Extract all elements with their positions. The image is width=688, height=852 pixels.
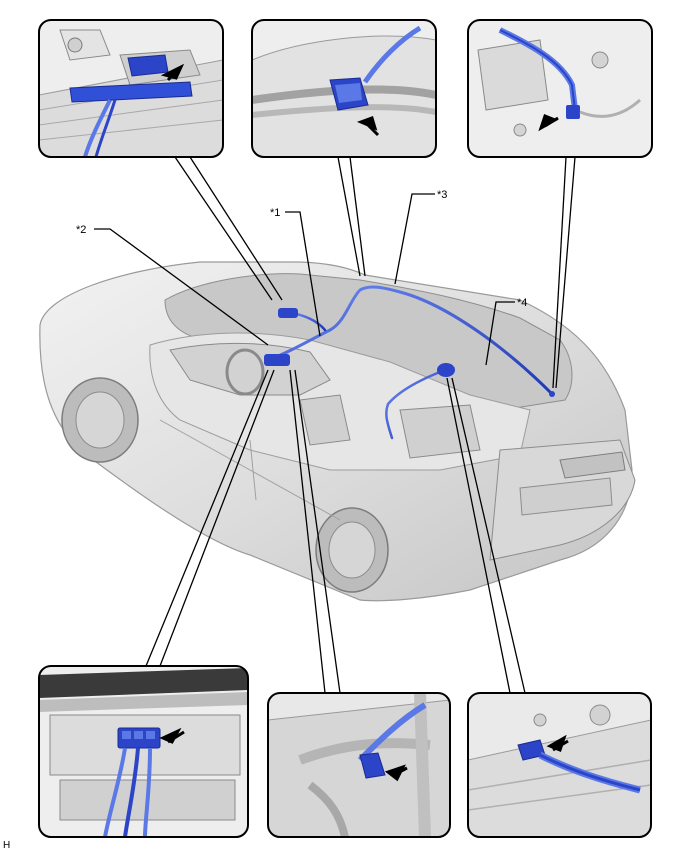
leader-bottom-left-a: [145, 369, 269, 667]
leader-bottom-right-b: [451, 377, 526, 694]
leader-lines: [94, 156, 576, 694]
callout-2-pointer: [94, 228, 269, 346]
callout-1-label: *1: [270, 207, 280, 219]
tail-light: [559, 451, 626, 479]
callout-3-label: *3: [437, 189, 447, 201]
callout-4-pointer: [485, 301, 515, 366]
callout-1-pointer: [285, 211, 321, 337]
arrow-pointer-icon: [384, 764, 408, 782]
arrow-pointer-icon: [546, 734, 569, 752]
license-plate-area: [519, 477, 613, 516]
roof-harness: [266, 285, 552, 394]
harness-components: [264, 308, 555, 397]
dashboard: [169, 342, 331, 396]
rear-floor-harness: [385, 370, 442, 440]
front-seat: [299, 394, 351, 446]
leader-top-right-b: [555, 156, 576, 389]
detail-panel-bottom-right: [467, 692, 652, 838]
detail-panel-bottom-center: [267, 692, 451, 838]
figure-code: H: [3, 840, 10, 851]
leader-top-center-b: [349, 156, 366, 277]
leader-bottom-center-a: [289, 369, 326, 694]
callout-2-label: *2: [76, 224, 86, 236]
detail-panel-top-center: [251, 19, 437, 158]
callout-4-label: *4: [517, 297, 527, 309]
arrow-pointer-icon: [356, 116, 380, 137]
door-crease: [159, 419, 341, 521]
arrow-pointer-icon: [160, 63, 185, 82]
harness-end-clip: [549, 391, 555, 397]
arrow-pointer-icon: [538, 114, 559, 132]
detail-panel-top-right: [467, 19, 653, 158]
overhead-connector-part: [278, 308, 298, 318]
detail-panel-top-left: [38, 19, 224, 158]
rear-left-rim: [328, 521, 376, 579]
leader-top-left-b: [189, 156, 283, 301]
dash-connector-part: [264, 354, 290, 366]
leader-bottom-left-b: [159, 369, 275, 667]
door-split: [249, 439, 257, 501]
vehicle-illustration: [39, 261, 636, 602]
rear-module-part: [437, 363, 455, 377]
rear-seat: [399, 404, 481, 459]
detail-panel-bottom-left: [38, 665, 249, 838]
arrow-pointer-icon: [159, 727, 185, 744]
steering-wheel: [225, 348, 265, 396]
front-left-rim: [75, 391, 125, 449]
leader-top-center-a: [337, 156, 361, 277]
callout-3-pointer: [394, 193, 435, 285]
leader-bottom-center-b: [294, 369, 341, 694]
leader-bottom-right-a: [446, 377, 511, 694]
leader-top-right-a: [552, 156, 567, 389]
leader-top-left-a: [174, 156, 273, 301]
